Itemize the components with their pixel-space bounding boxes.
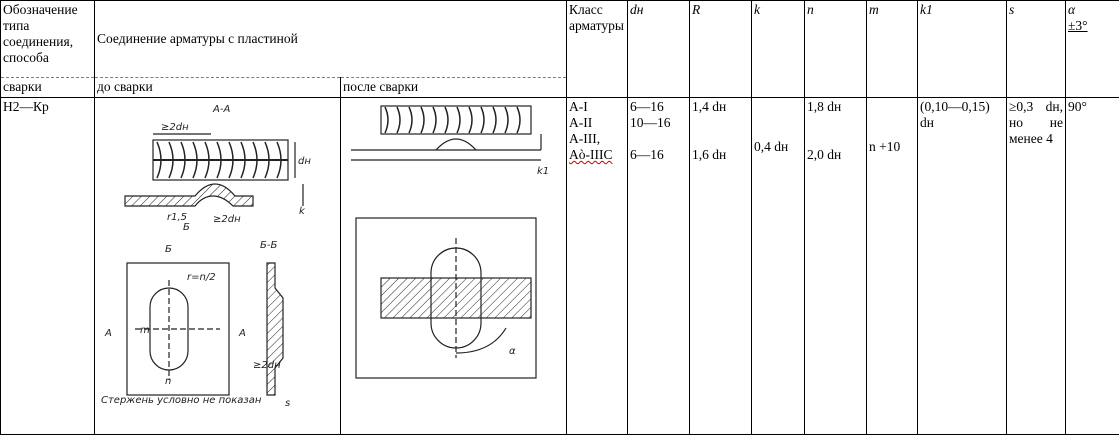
header-connection: Соединение арматуры с пластиной [95,1,567,78]
joint-type: Н2—Кр [1,98,95,435]
label-section-aa: А-А [212,104,230,115]
before-welding-drawing: А-А ≥2dн dн k r1,5 ≥2dн Б Б Б-Б [95,98,340,430]
svg-text:≥2dн: ≥2dн [253,360,281,371]
header-k1: k1 [918,1,1007,98]
header-alpha: α±3° [1066,1,1119,98]
svg-text:r=n/2: r=n/2 [187,272,216,283]
header-row: Обозначение типа соединения, способа Сое… [1,1,1119,78]
header-before-welding: до сварки [95,78,341,98]
drawing-before-welding: А-А ≥2dн dн k r1,5 ≥2dн Б Б Б-Б [95,98,341,435]
table-row: Н2—Кр А-А ≥2dн dн k r1,5 ≥2dн Б [1,98,1119,435]
svg-text:А: А [104,328,112,339]
rod-note: Стержень условно не показан [101,395,262,406]
svg-text:≥2dн: ≥2dн [213,214,241,225]
label-section-bb: Б-Б [260,240,277,251]
m-value: n +10 [867,98,918,435]
svg-text:А: А [238,328,246,339]
svg-text:Б: Б [165,244,172,255]
alpha-value: 90° [1066,98,1119,435]
s-value: ≥0,3 dн, но не менее 4 [1007,98,1066,435]
header-dn: dн [628,1,690,98]
svg-text:α: α [509,346,516,357]
header-r: R [690,1,752,98]
header-k: k [752,1,805,98]
svg-text:k1: k1 [537,166,549,177]
svg-text:k: k [299,206,306,217]
svg-text:m: m [140,325,150,336]
drawing-after-welding: k1 α [341,98,567,435]
k-value: 0,4 dн [752,98,805,435]
svg-text:Б: Б [183,222,190,233]
header-s: s [1007,1,1066,98]
svg-text:dн: dн [298,156,311,167]
k1-value: (0,10—0,15) dн [918,98,1007,435]
svg-text:n: n [165,376,171,387]
header-designation-cont: сварки [1,78,95,98]
svg-text:s: s [285,398,290,409]
header-rebar-class: Класс арматуры [567,1,628,98]
header-after-welding: после сварки [341,78,567,98]
after-welding-drawing: k1 α [341,98,566,430]
header-m: m [867,1,918,98]
header-n: n [805,1,867,98]
header-designation: Обозначение типа соединения, способа [1,1,95,78]
svg-text:≥2dн: ≥2dн [161,122,189,133]
